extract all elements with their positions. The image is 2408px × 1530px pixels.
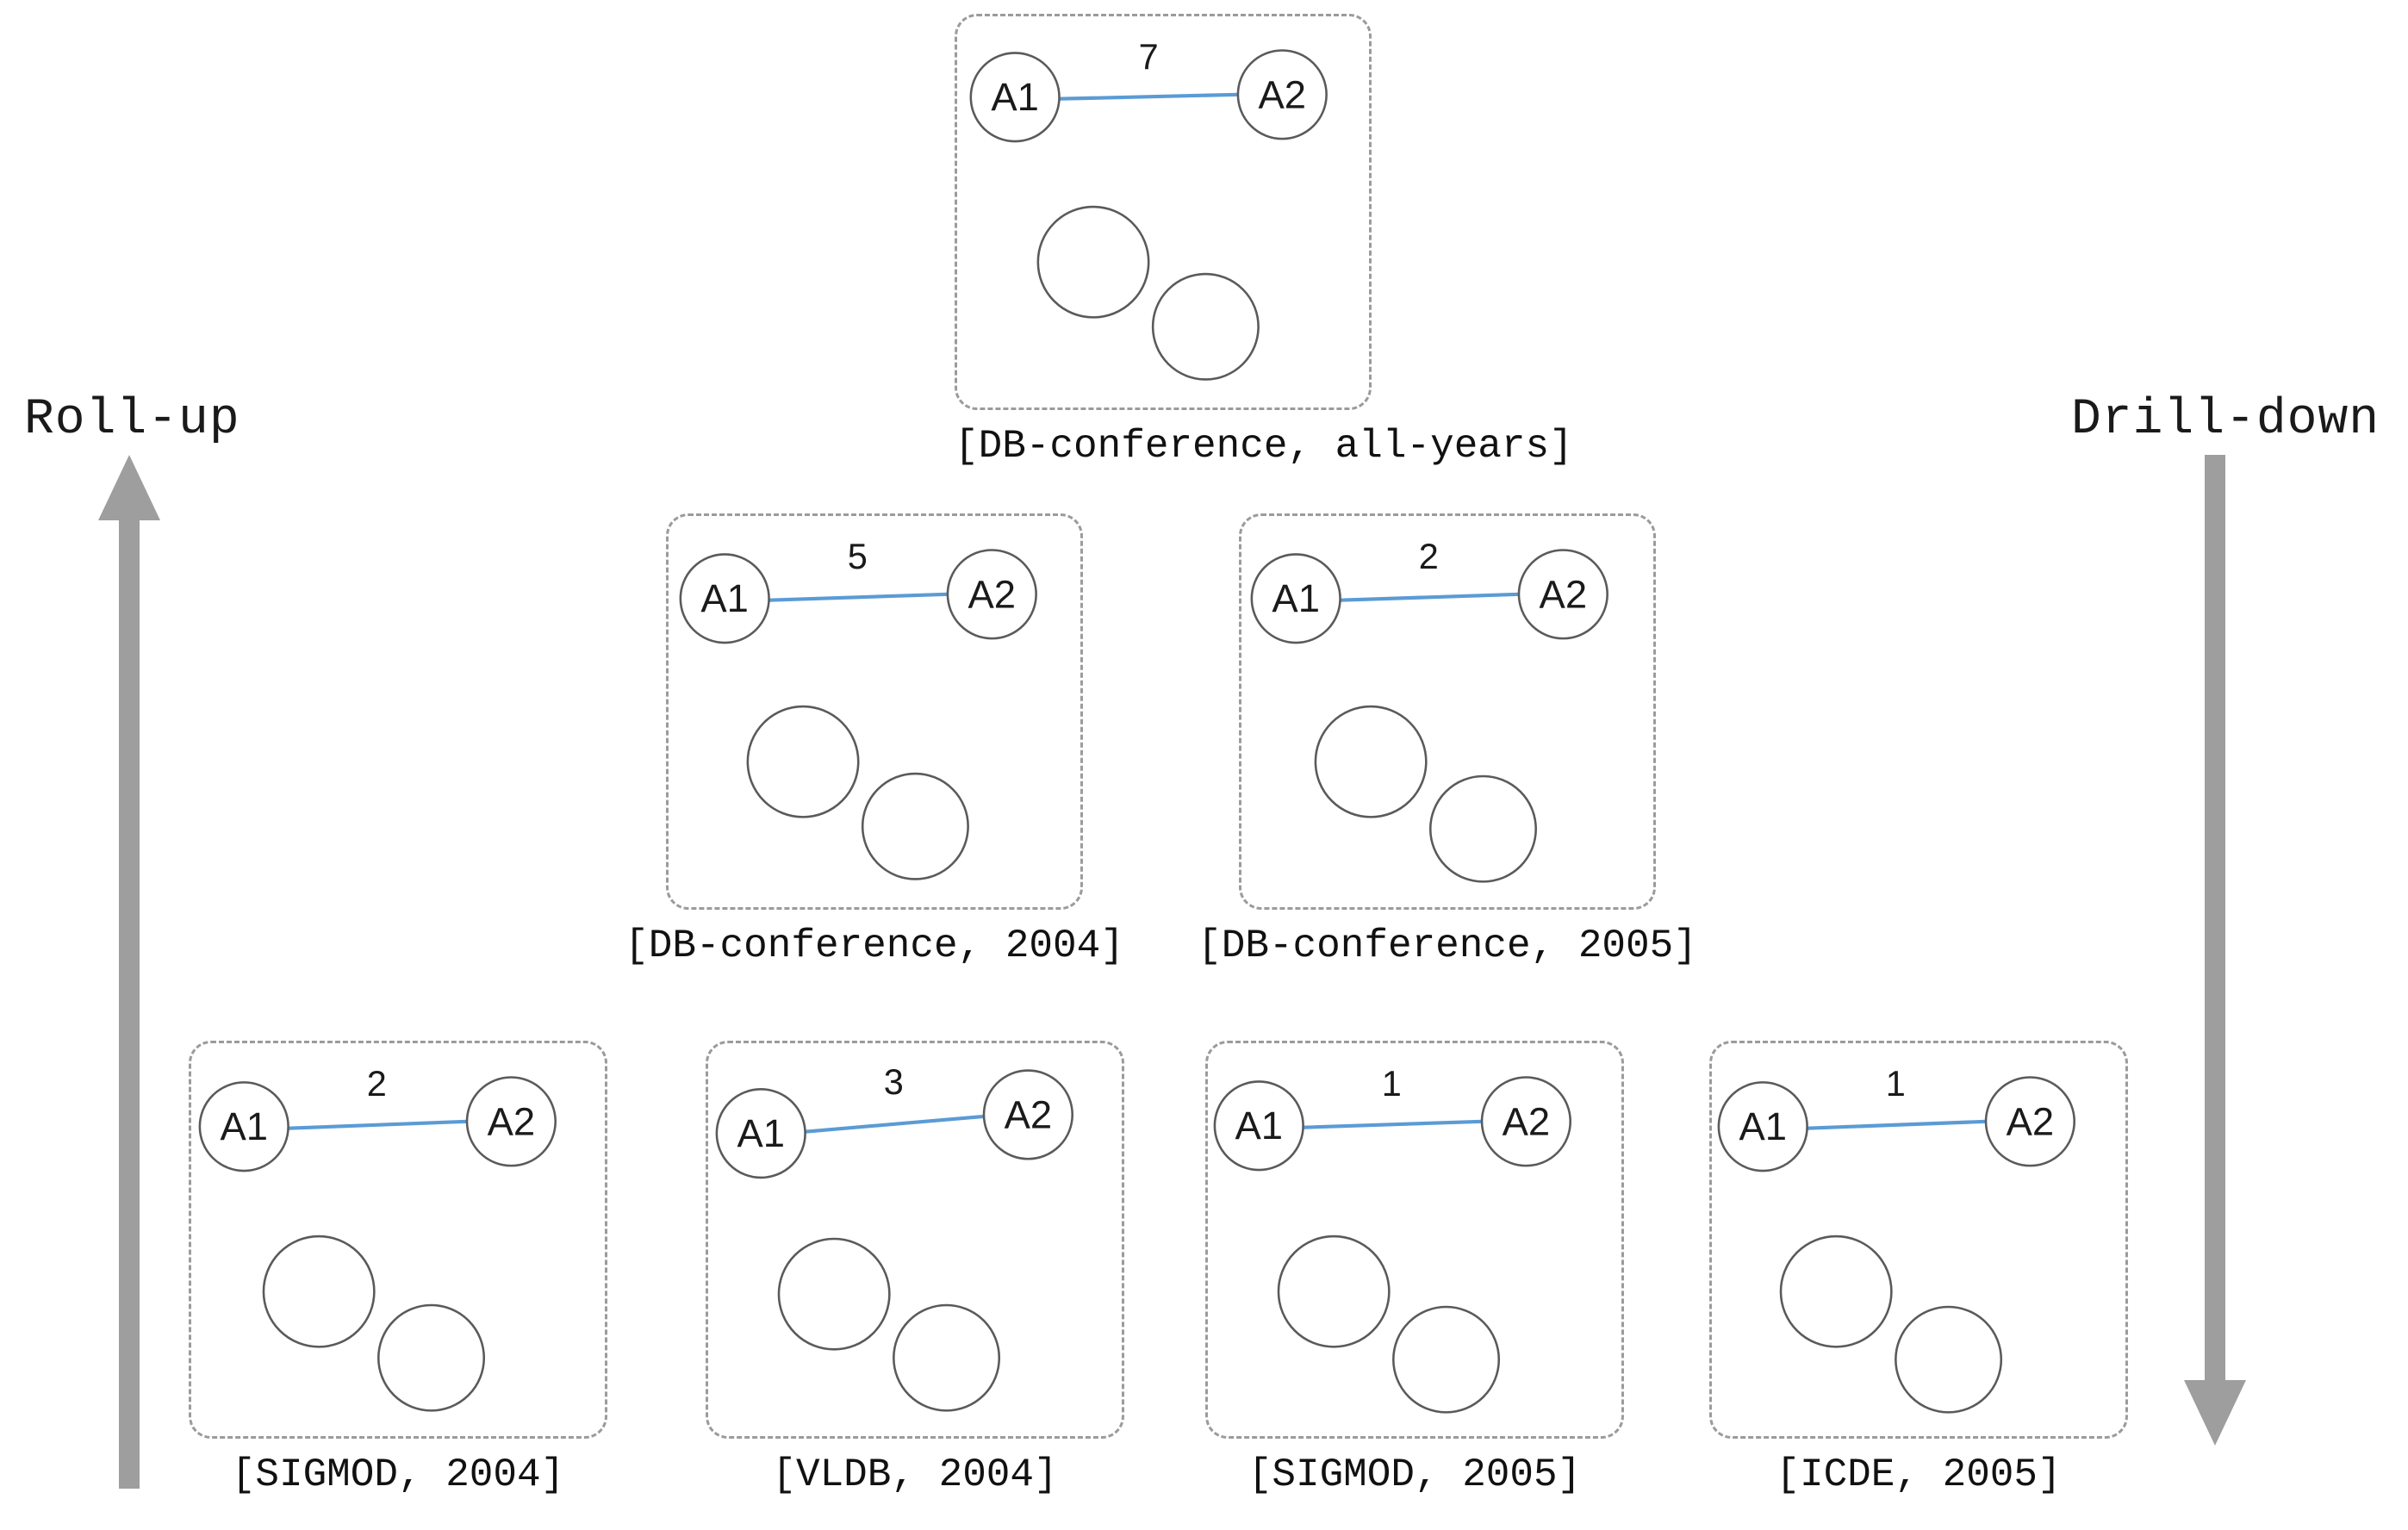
node-a2-label: A2 (1540, 572, 1588, 616)
node-a1[interactable] (679, 553, 770, 644)
cuboid-db-conference-all-years[interactable]: A1 A2 7 (955, 14, 1372, 410)
edge-weight-label: 5 (848, 536, 868, 576)
node-a1-label: A1 (1235, 1104, 1283, 1148)
cuboid-vldb-2004[interactable]: A1 A2 3 (706, 1041, 1124, 1439)
edge-a1-a2 (803, 1114, 986, 1134)
node-a1[interactable] (969, 52, 1061, 143)
node-unlabeled-1[interactable] (777, 1237, 891, 1351)
node-a2[interactable] (982, 1069, 1073, 1160)
node-unlabeled-2[interactable] (893, 1303, 1001, 1412)
node-unlabeled-2[interactable] (861, 772, 969, 880)
node-a1[interactable] (715, 1088, 806, 1179)
node-a2-label: A2 (1258, 72, 1306, 116)
edge-a1-a2 (1338, 592, 1521, 602)
caption-db-conference-2004: [DB-conference, 2004] (625, 924, 1124, 968)
node-a2[interactable] (1517, 549, 1608, 640)
graph-sigmod-2005: A1 A2 1 (1213, 1063, 1572, 1414)
node-a1-label: A1 (220, 1104, 268, 1148)
caption-db-conference-all-years: [DB-conference, all-years] (955, 424, 1573, 469)
cuboid-sigmod-2005[interactable]: A1 A2 1 (1205, 1041, 1624, 1439)
node-a1-label: A1 (1739, 1104, 1787, 1148)
node-unlabeled-2[interactable] (376, 1303, 486, 1412)
node-a1-label: A1 (1272, 576, 1320, 620)
node-a1-label: A1 (737, 1111, 785, 1155)
node-a2-label: A2 (488, 1099, 536, 1143)
node-a2-label: A2 (2007, 1099, 2055, 1143)
node-a2[interactable] (465, 1076, 557, 1167)
node-unlabeled-2[interactable] (1895, 1305, 2003, 1414)
edge-a1-a2 (767, 592, 950, 602)
caption-vldb-2004: [VLDB, 2004] (772, 1452, 1058, 1497)
node-unlabeled-2[interactable] (1392, 1305, 1501, 1414)
node-a2[interactable] (1984, 1076, 2076, 1167)
node-a2[interactable] (1480, 1076, 1572, 1167)
node-a2-label: A2 (1005, 1092, 1053, 1136)
cuboid-db-conference-2005[interactable]: A1 A2 2 (1239, 513, 1656, 910)
graph-sigmod-2004: A1 A2 2 (198, 1063, 557, 1412)
node-a2[interactable] (946, 549, 1037, 640)
node-a1[interactable] (1250, 553, 1341, 644)
edge-weight-label: 3 (884, 1061, 904, 1102)
node-unlabeled-1[interactable] (1277, 1235, 1391, 1348)
drill-down-label: Drill-down (2071, 392, 2380, 448)
caption-db-conference-2005: [DB-conference, 2005] (1198, 924, 1697, 968)
edge-a1-a2 (1805, 1119, 1988, 1130)
node-a1[interactable] (1213, 1080, 1304, 1172)
node-unlabeled-1[interactable] (262, 1235, 376, 1348)
node-unlabeled-1[interactable] (1314, 705, 1428, 818)
node-unlabeled-1[interactable] (1779, 1235, 1893, 1348)
node-unlabeled-1[interactable] (746, 705, 860, 818)
node-a2[interactable] (1236, 49, 1328, 140)
edge-a1-a2 (1301, 1119, 1484, 1129)
caption-icde-2005: [ICDE, 2005] (1776, 1452, 2062, 1497)
arrow-up-icon (98, 455, 160, 1489)
node-a1[interactable] (198, 1081, 289, 1172)
cuboid-icde-2005[interactable]: A1 A2 1 (1709, 1041, 2128, 1439)
node-unlabeled-1[interactable] (1036, 205, 1150, 319)
graph-vldb-2004: A1 A2 3 (715, 1061, 1073, 1412)
edge-weight-label: 1 (1886, 1063, 1906, 1104)
caption-sigmod-2005: [SIGMOD, 2005] (1248, 1452, 1582, 1497)
graph-db-conference-all-years: A1 A2 7 (969, 36, 1328, 381)
edge-weight-label: 1 (1382, 1063, 1402, 1104)
cuboid-db-conference-2004[interactable]: A1 A2 5 (666, 513, 1083, 910)
edge-a1-a2 (1057, 92, 1240, 101)
caption-sigmod-2004: [SIGMOD, 2004] (231, 1452, 565, 1497)
node-unlabeled-2[interactable] (1151, 272, 1260, 381)
node-a2-label: A2 (1503, 1099, 1551, 1143)
node-a1[interactable] (1717, 1081, 1808, 1172)
graph-db-conference-2004: A1 A2 5 (679, 536, 1037, 880)
cuboid-sigmod-2004[interactable]: A1 A2 2 (189, 1041, 607, 1439)
graph-icde-2005: A1 A2 1 (1717, 1063, 2076, 1414)
edge-weight-label: 2 (1419, 536, 1439, 576)
roll-up-label: Roll-up (24, 392, 240, 448)
graph-db-conference-2005: A1 A2 2 (1250, 536, 1608, 883)
edge-weight-label: 2 (367, 1063, 387, 1104)
node-a1-label: A1 (700, 576, 749, 620)
node-unlabeled-2[interactable] (1428, 774, 1537, 883)
edge-a1-a2 (286, 1119, 470, 1130)
edge-weight-label: 7 (1139, 36, 1159, 77)
node-a1-label: A1 (991, 75, 1039, 119)
node-a2-label: A2 (968, 572, 1017, 616)
arrow-down-icon (2184, 455, 2246, 1446)
